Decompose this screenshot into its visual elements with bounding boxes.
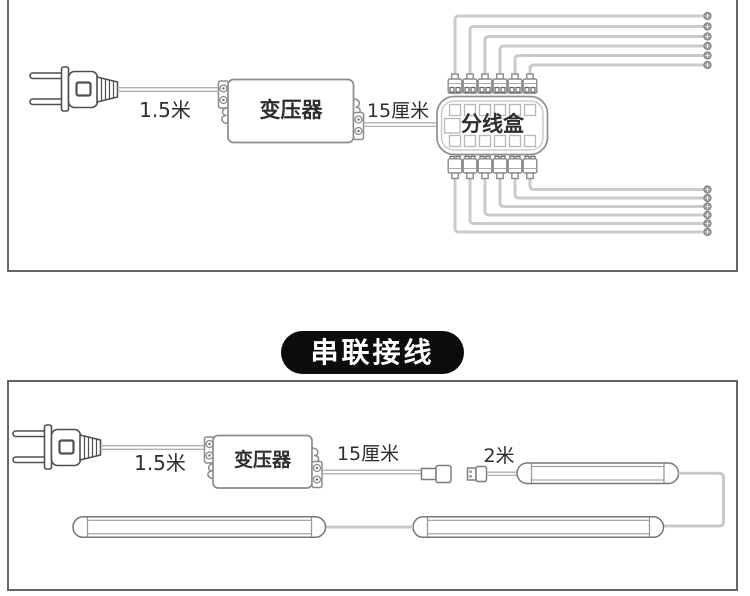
parallel-wiring-panel <box>7 0 738 272</box>
series-wiring-panel <box>7 380 738 591</box>
connector-to-bar-length-label: 2米 <box>483 445 515 467</box>
junction-box-label: 分线盒 <box>461 112 524 136</box>
plug-cable-length-label: 1.5米 <box>134 451 186 475</box>
series-wiring-title-badge: 串联接线 <box>281 331 464 374</box>
transformer-label: 变压器 <box>233 449 291 471</box>
plug-cable-length-label: 1.5米 <box>139 98 191 122</box>
transformer-cable-length-label: 15厘米 <box>336 443 400 465</box>
transformer-label: 变压器 <box>259 98 323 122</box>
transformer-to-box-length-label: 15厘米 <box>366 100 430 122</box>
